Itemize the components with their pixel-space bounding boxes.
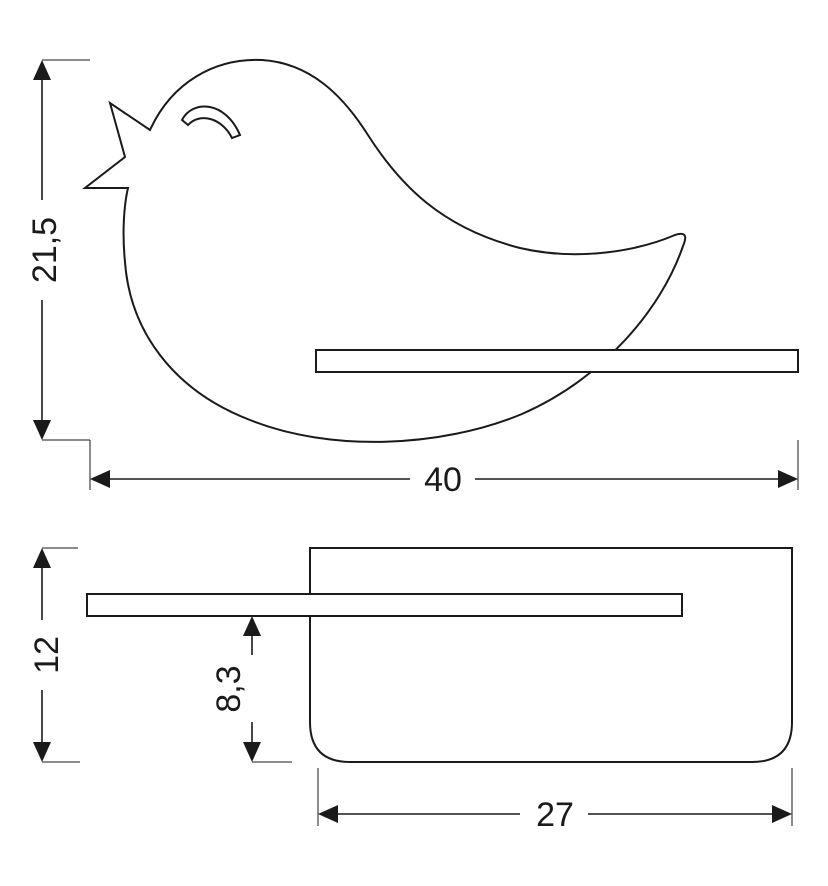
height-bottom-label: 12 bbox=[28, 636, 66, 674]
arrow-down-icon bbox=[243, 742, 261, 762]
side-view: 12 8,3 27 bbox=[28, 547, 793, 834]
height-top-label: 21,5 bbox=[26, 217, 64, 283]
arrow-up-icon bbox=[33, 60, 51, 80]
arrow-down-icon bbox=[33, 742, 51, 762]
bracket-body bbox=[309, 547, 793, 763]
shelf-front bbox=[315, 349, 799, 373]
arrow-right-icon bbox=[778, 470, 798, 488]
shelf-side bbox=[86, 593, 683, 617]
shelf-height-label: 8,3 bbox=[210, 665, 248, 712]
arrow-up-icon bbox=[33, 548, 51, 568]
arrow-left-icon bbox=[318, 805, 338, 823]
depth-bottom-label: 27 bbox=[536, 796, 574, 834]
arrow-left-icon bbox=[90, 470, 110, 488]
front-view: 21,5 40 bbox=[26, 58, 799, 499]
arrow-up-icon bbox=[243, 616, 261, 636]
arrow-right-icon bbox=[772, 805, 792, 823]
arrow-down-icon bbox=[33, 420, 51, 440]
width-top-label: 40 bbox=[424, 461, 462, 499]
bird-eye bbox=[180, 105, 242, 140]
bird-silhouette bbox=[82, 58, 687, 443]
